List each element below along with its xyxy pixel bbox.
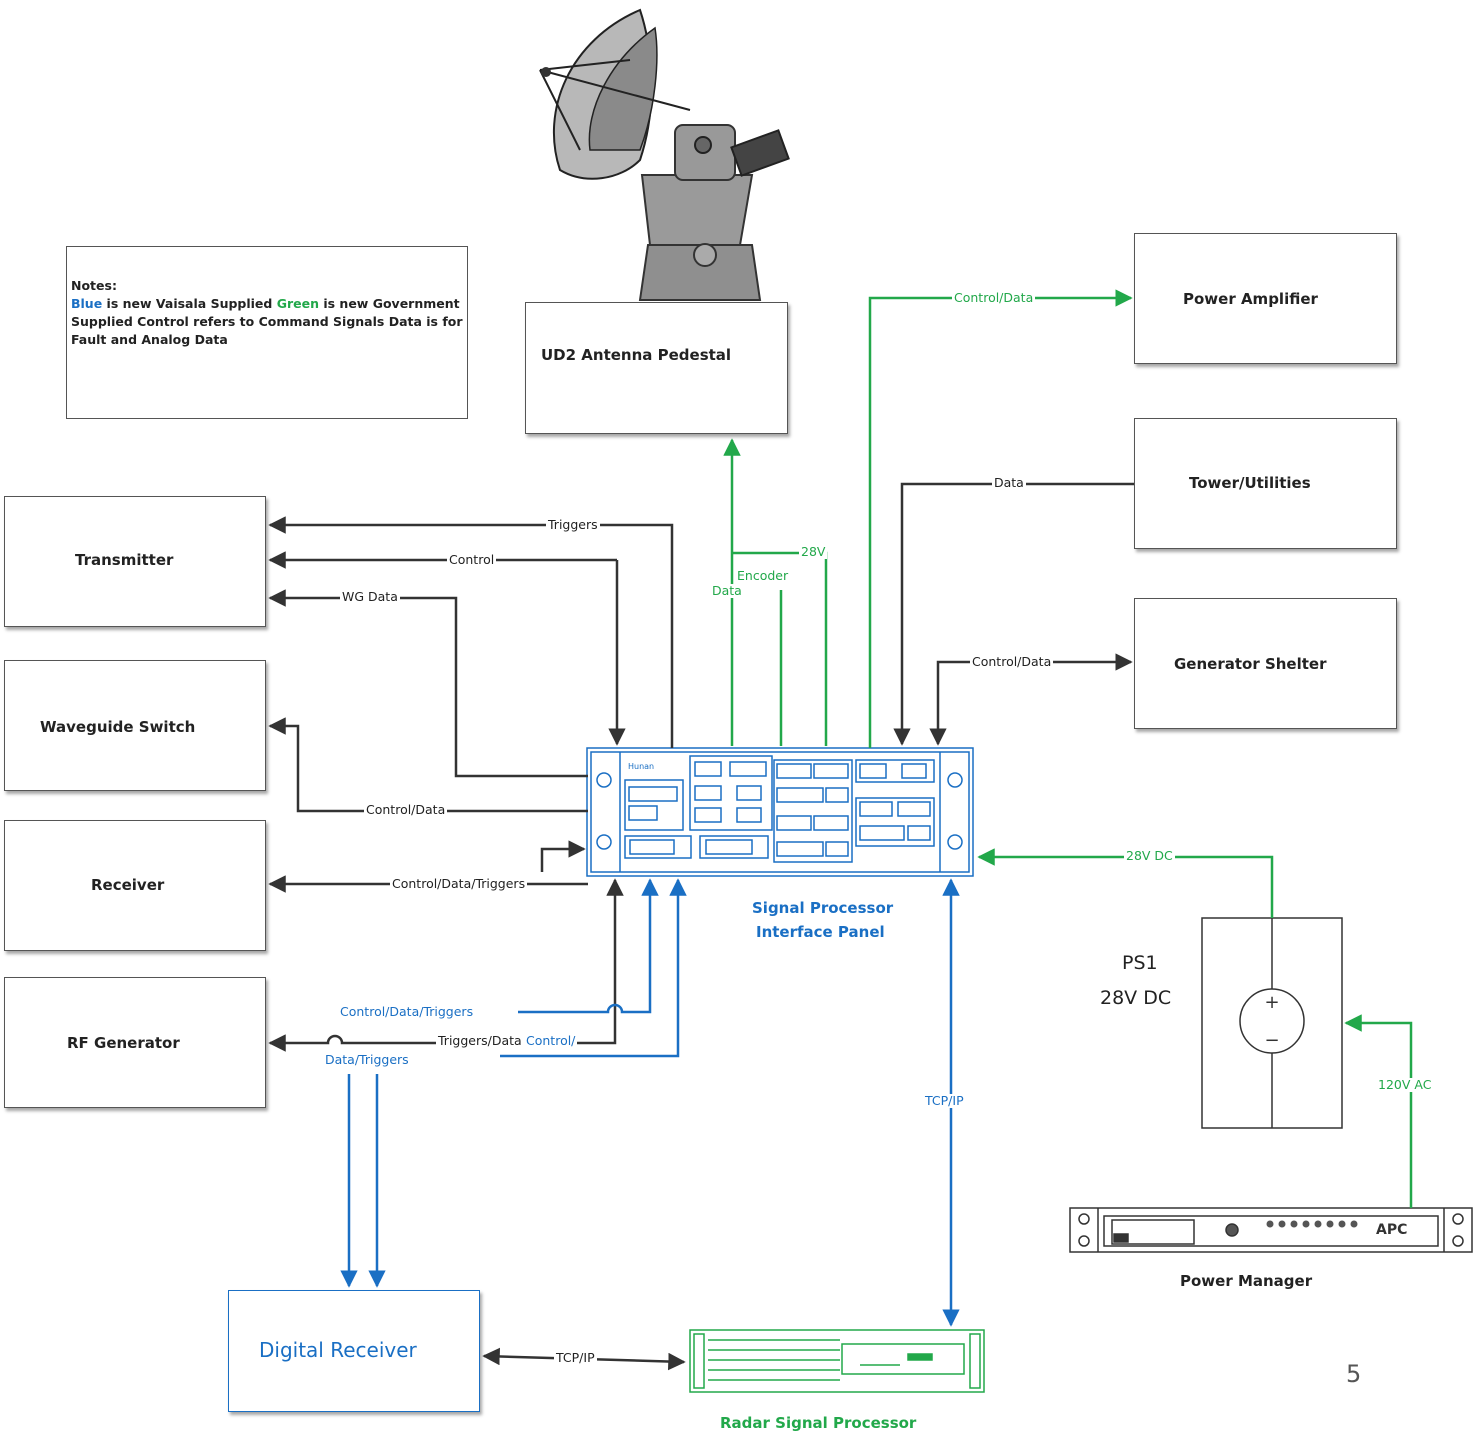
page-number: 5 <box>1346 1360 1362 1388</box>
wire-label-wg-data: WG Data <box>340 589 400 604</box>
notes-green-word: Green <box>276 296 319 311</box>
wire-label-data-tower: Data <box>992 475 1026 490</box>
power-amplifier-box: Power Amplifier <box>1134 233 1397 364</box>
wire-label-tcpip-vertical: TCP/IP <box>923 1093 966 1108</box>
wire-label-control-data-wg: Control/Data <box>364 802 448 817</box>
wire-label-control-slash: Control/ <box>524 1033 578 1048</box>
wire-label-triggers-data: Triggers/Data <box>436 1033 524 1048</box>
wire-label-data-triggers: Data/Triggers <box>323 1052 411 1067</box>
digital-receiver-label: Digital Receiver <box>259 1338 417 1362</box>
transmitter-box: Transmitter <box>4 496 266 627</box>
signal-processor-caption-2: Interface Panel <box>756 923 885 941</box>
wire-label-control-data-triggers-rx: Control/Data/Triggers <box>390 876 528 891</box>
wire-label-28v: 28V <box>799 544 828 559</box>
wire-label-tcpip-bottom: TCP/IP <box>554 1350 597 1365</box>
wire-label-data-antenna: Data <box>710 583 744 598</box>
antenna-dish-icon <box>539 8 790 301</box>
radar-signal-processor-caption: Radar Signal Processor <box>720 1414 917 1432</box>
transmitter-label: Transmitter <box>75 551 174 569</box>
antenna-pedestal-box: UD2 Antenna Pedestal <box>525 302 788 434</box>
generator-shelter-label: Generator Shelter <box>1174 655 1327 673</box>
notes-box: Notes: Blue is new Vaisala Supplied Gree… <box>66 246 468 419</box>
svg-text:+: + <box>1264 992 1279 1013</box>
antenna-pedestal-label: UD2 Antenna Pedestal <box>541 346 732 364</box>
tower-utilities-label: Tower/Utilities <box>1189 474 1311 492</box>
power-amplifier-label: Power Amplifier <box>1183 290 1318 308</box>
notes-blue-word: Blue <box>71 296 103 311</box>
ps1-voltage-label: 28V DC <box>1100 987 1172 1009</box>
svg-text:APC: APC <box>1376 1222 1407 1238</box>
blue-wires <box>340 878 960 1327</box>
wire-label-encoder: Encoder <box>735 568 791 583</box>
wire-label-control-data-pa: Control/Data <box>952 290 1036 305</box>
wire-label-triggers: Triggers <box>546 517 600 532</box>
svg-text:Hunan: Hunan <box>628 762 654 771</box>
receiver-label: Receiver <box>91 876 165 894</box>
ps1-label: PS1 <box>1122 952 1158 974</box>
notes-title: Notes: <box>71 278 117 293</box>
tower-utilities-box: Tower/Utilities <box>1134 418 1397 549</box>
power-manager-unit: APC <box>1069 1207 1473 1253</box>
wire-label-28v-dc: 28V DC <box>1124 848 1175 863</box>
power-manager-caption: Power Manager <box>1180 1272 1313 1290</box>
notes-text-1: is new Vaisala Supplied <box>102 296 277 311</box>
notes-text-2: is new Government Supplied Control refer… <box>71 296 463 347</box>
waveguide-switch-box: Waveguide Switch <box>4 660 266 791</box>
wire-label-control-data-gen: Control/Data <box>970 654 1054 669</box>
signal-processor-interface-panel: Hunan <box>586 747 974 877</box>
rf-generator-label: RF Generator <box>67 1034 180 1052</box>
ps1-power-supply: + − <box>1201 917 1343 1129</box>
radar-signal-processor-unit <box>689 1329 985 1393</box>
wire-label-control-data-triggers-blue: Control/Data/Triggers <box>338 1004 476 1019</box>
wire-label-control: Control <box>447 552 497 567</box>
rf-generator-box: RF Generator <box>4 977 266 1108</box>
svg-text:−: − <box>1264 1030 1279 1051</box>
digital-receiver-box: Digital Receiver <box>228 1290 480 1412</box>
receiver-box: Receiver <box>4 820 266 951</box>
wire-label-120v-ac: 120V AC <box>1376 1077 1434 1092</box>
signal-processor-caption-1: Signal Processor <box>752 899 894 917</box>
black-wires <box>268 482 1136 1371</box>
waveguide-switch-label: Waveguide Switch <box>40 718 196 736</box>
generator-shelter-box: Generator Shelter <box>1134 598 1397 729</box>
